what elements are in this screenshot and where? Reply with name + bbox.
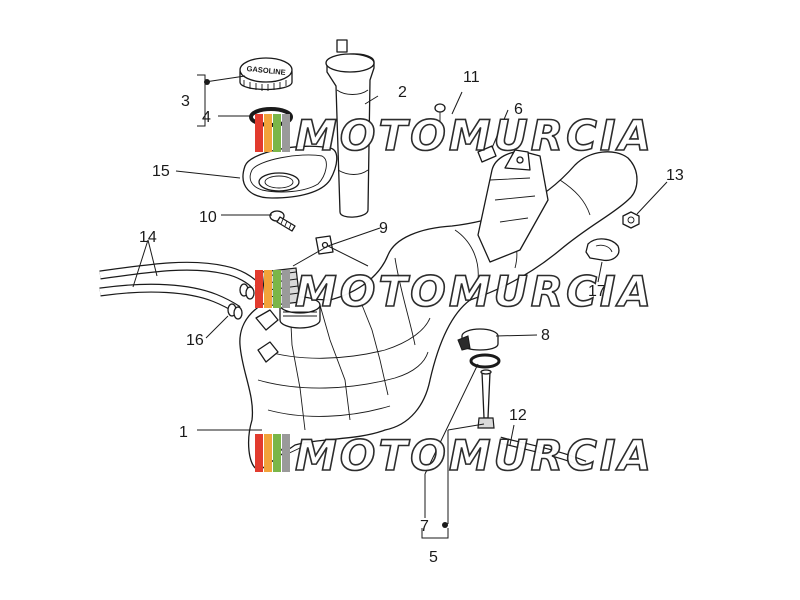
- callout-4: 4: [202, 109, 211, 126]
- fuel-hoses: [99, 261, 259, 314]
- fuel-level-sender: [477, 369, 495, 429]
- watermark-bar-orange: [264, 114, 272, 152]
- callout-14: 14: [139, 229, 157, 246]
- callout-8: 8: [541, 327, 550, 344]
- callout-numbers: 2 3 4 11 6 15 13 10 9 14 17 8 16 12 1 7 …: [139, 69, 684, 566]
- callout-13: 13: [666, 167, 684, 184]
- filler-neck-tube: [325, 39, 375, 218]
- callout-3-dot: [204, 79, 210, 85]
- callout-12: 12: [509, 407, 527, 424]
- watermark-logo-middle: MOTOMURCIA: [255, 266, 654, 317]
- callout-9: 9: [379, 220, 388, 237]
- callout-17: 17: [588, 283, 606, 300]
- hex-nut: [622, 211, 640, 229]
- tank-fastener: [477, 145, 497, 163]
- filler-tray: [242, 145, 338, 199]
- watermark-bar-red: [255, 114, 263, 152]
- small-clip: [315, 235, 334, 255]
- small-screw: [434, 103, 446, 122]
- callout-10: 10: [199, 209, 217, 226]
- fuel-tank: [239, 149, 638, 471]
- svg-text:MOTOMURCIA: MOTOMURCIA: [295, 267, 654, 316]
- hose-clamp: [457, 328, 499, 351]
- callout-6: 6: [514, 101, 523, 118]
- callout-16: 16: [186, 332, 204, 349]
- callout-5: 5: [429, 549, 438, 566]
- callout-1: 1: [179, 424, 188, 441]
- fuel-cap: GASOLINE: [239, 57, 293, 91]
- breather-hose: [499, 436, 587, 468]
- watermark-logo-bottom: MOTOMURCIA: [255, 430, 654, 481]
- callout-5-dot: [442, 522, 448, 528]
- watermark-bar-green: [273, 114, 281, 152]
- leader-lines: [132, 74, 668, 539]
- callout-11: 11: [463, 69, 480, 86]
- callout-7: 7: [420, 518, 429, 535]
- svg-text:MOTOMURCIA: MOTOMURCIA: [295, 111, 654, 160]
- svg-text:MOTOMURCIA: MOTOMURCIA: [295, 431, 654, 480]
- hose-bracket: [585, 238, 620, 262]
- watermark-logo-top: MOTOMURCIA: [255, 110, 654, 161]
- fuel-sender-gasket: [469, 353, 501, 369]
- gasoline-label: GASOLINE: [246, 64, 286, 77]
- callout-3: 3: [181, 93, 190, 110]
- callout-15: 15: [152, 163, 170, 180]
- screw: [269, 210, 296, 232]
- watermark-bar-grey: [282, 114, 290, 152]
- callout-2: 2: [398, 84, 407, 101]
- hose-clips: [227, 283, 255, 320]
